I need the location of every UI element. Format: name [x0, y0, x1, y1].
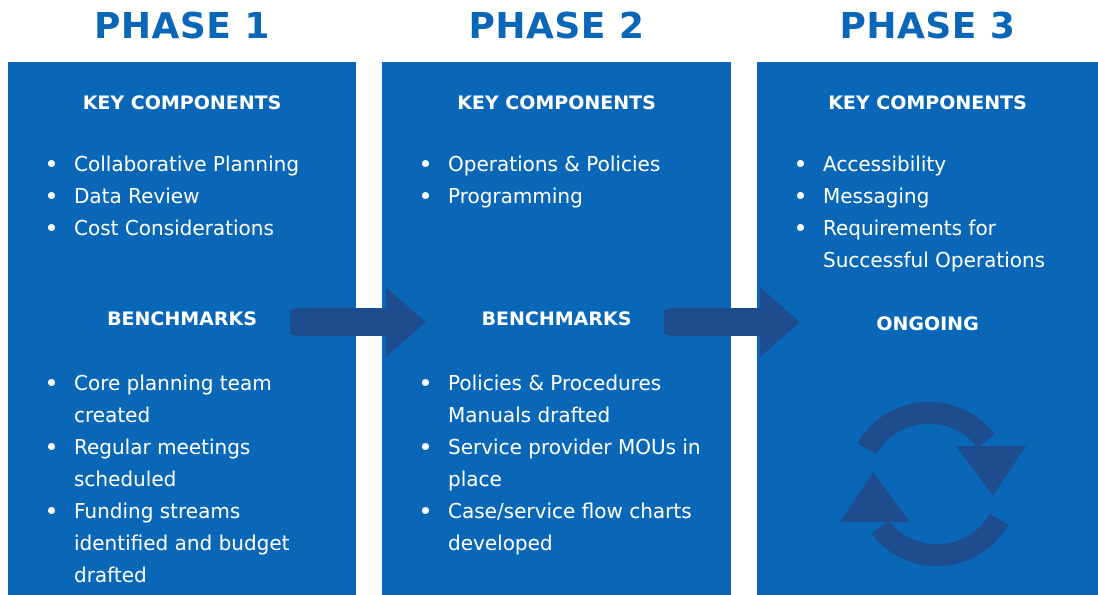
right-arrow-icon [290, 287, 426, 357]
list-item: Messaging [789, 180, 1089, 212]
key-components-heading: KEY COMPONENTS [82, 92, 282, 114]
key-components-heading: KEY COMPONENTS [457, 92, 656, 114]
key-components-list: Accessibility Messaging Requirements for… [789, 148, 1089, 276]
list-item: Cost Considerations [40, 212, 340, 244]
key-components-list: Collaborative Planning Data Review Cost … [40, 148, 340, 244]
phase-3-panel: KEY COMPONENTS Accessibility Messaging R… [757, 62, 1098, 595]
list-item: Programming [414, 180, 719, 212]
list-item: Data Review [40, 180, 340, 212]
phase-1-title: PHASE 1 [94, 6, 270, 47]
list-item: Operations & Policies [414, 148, 719, 180]
right-arrow-icon [664, 287, 800, 357]
refresh-cycle-icon [840, 401, 1026, 567]
list-item: Requirements for Successful Operations [789, 212, 1089, 276]
list-item: Core planning team created [40, 367, 315, 431]
key-components-list: Operations & Policies Programming [414, 148, 719, 212]
key-components-heading: KEY COMPONENTS [828, 92, 1027, 114]
list-item: Collaborative Planning [40, 148, 340, 180]
list-item: Funding streams identified and budget dr… [40, 495, 315, 591]
list-item: Accessibility [789, 148, 1089, 180]
list-item: Case/service flow charts developed [414, 495, 704, 559]
benchmarks-list: Core planning team created Regular meeti… [40, 367, 315, 591]
ongoing-heading: ONGOING [876, 313, 979, 335]
benchmarks-heading: BENCHMARKS [481, 308, 632, 330]
list-item: Service provider MOUs in place [414, 431, 704, 495]
phase-2-title: PHASE 2 [468, 6, 645, 47]
list-item: Policies & Procedures Manuals drafted [414, 367, 704, 431]
phase-3-title: PHASE 3 [839, 6, 1016, 47]
benchmarks-heading: BENCHMARKS [107, 308, 257, 330]
benchmarks-list: Policies & Procedures Manuals drafted Se… [414, 367, 704, 559]
list-item: Regular meetings scheduled [40, 431, 315, 495]
